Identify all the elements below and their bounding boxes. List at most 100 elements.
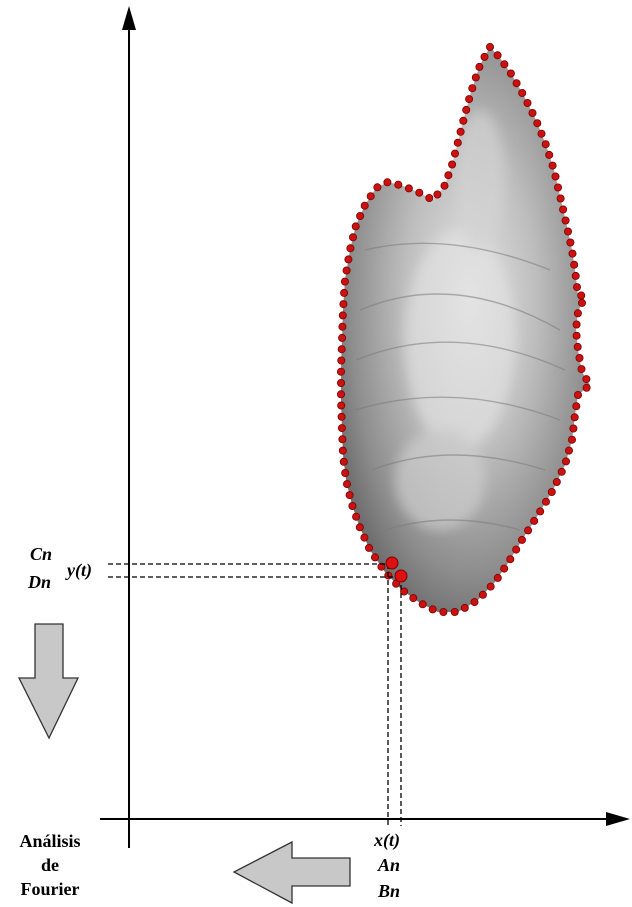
contour-point: [469, 85, 476, 92]
contour-point: [570, 425, 577, 432]
contour-point: [434, 191, 441, 198]
projection-lines: [108, 564, 401, 826]
contour-point: [440, 608, 447, 615]
contour-point: [339, 312, 346, 319]
contour-point: [524, 99, 531, 106]
contour-point: [576, 354, 583, 361]
contour-point: [340, 301, 347, 308]
contour-point: [573, 284, 580, 291]
contour-point: [542, 141, 549, 148]
contour-point: [578, 299, 585, 306]
contour-point: [494, 52, 501, 59]
contour-point: [371, 554, 378, 561]
contour-point: [507, 556, 514, 563]
contour-point: [349, 502, 356, 509]
contour-point: [365, 544, 372, 551]
contour-point: [460, 117, 467, 124]
contour-point: [546, 151, 553, 158]
contour-point: [357, 212, 364, 219]
contour-point: [337, 379, 344, 386]
contour-point: [338, 346, 345, 353]
contour-point: [374, 184, 381, 191]
contour-point: [571, 261, 578, 268]
contour-point: [454, 139, 461, 146]
contour-point: [457, 128, 464, 135]
contour-point: [574, 391, 581, 398]
contour-point: [565, 447, 572, 454]
x-axis-arrowhead: [606, 812, 630, 826]
contour-point: [479, 591, 486, 598]
contour-point: [507, 70, 514, 77]
contour-point: [338, 425, 345, 432]
contour-point: [341, 289, 348, 296]
contour-point: [461, 604, 468, 611]
label-bn: Bn: [377, 881, 400, 901]
contour-point: [494, 574, 501, 581]
contour-point: [441, 182, 448, 189]
label-dn: Dn: [27, 572, 51, 592]
contour-point: [569, 250, 576, 257]
contour-point: [345, 256, 352, 263]
contour-point: [564, 228, 571, 235]
contour-point: [338, 357, 345, 364]
contour-point: [572, 272, 579, 279]
contour-point: [405, 185, 412, 192]
contour-point: [534, 120, 541, 127]
contour-point: [501, 61, 508, 68]
contour-point: [429, 606, 436, 613]
contour-point: [568, 436, 575, 443]
label-yt: y(t): [65, 560, 92, 581]
contour-point: [426, 194, 433, 201]
contour-point: [513, 80, 520, 87]
label-xt: x(t): [373, 830, 400, 851]
contour-point: [513, 546, 520, 553]
contour-point: [558, 468, 565, 475]
contour-point: [352, 223, 359, 230]
contour-point: [548, 488, 555, 495]
label-cn: Cn: [30, 544, 52, 564]
contour-point: [419, 601, 426, 608]
contour-point: [451, 150, 458, 157]
contour-point: [573, 321, 580, 328]
contour-point: [583, 384, 590, 391]
contour-point: [537, 508, 544, 515]
contour-point: [340, 458, 347, 465]
otolith-image: [341, 47, 590, 612]
contour-point: [476, 63, 483, 70]
contour-point: [519, 89, 526, 96]
highlight-point-2: [395, 570, 407, 582]
contour-point: [451, 608, 458, 615]
contour-point: [342, 469, 349, 476]
contour-point: [531, 517, 538, 524]
contour-point: [573, 403, 580, 410]
contour-point: [573, 332, 580, 339]
contour-point: [554, 184, 561, 191]
contour-point: [339, 436, 346, 443]
contour-point: [501, 565, 508, 572]
contour-point: [463, 106, 470, 113]
contour-point: [337, 391, 344, 398]
contour-point: [347, 245, 354, 252]
down-arrow: [19, 624, 78, 738]
contour-point: [562, 217, 569, 224]
contour-point: [567, 239, 574, 246]
contour-point: [346, 492, 353, 499]
left-arrow: [234, 842, 350, 903]
contour-point: [518, 536, 525, 543]
contour-point: [449, 161, 456, 168]
contour-point: [349, 234, 356, 241]
contour-point: [343, 267, 350, 274]
contour-point: [367, 193, 374, 200]
contour-point: [416, 189, 423, 196]
contour-point: [466, 96, 473, 103]
contour-point: [529, 109, 536, 116]
contour-point: [338, 413, 345, 420]
contour-point: [395, 181, 402, 188]
contour-point: [339, 334, 346, 341]
contour-point: [578, 292, 585, 299]
contour-point: [445, 172, 452, 179]
contour-point: [571, 414, 578, 421]
contour-point: [486, 43, 493, 50]
contour-point: [487, 583, 494, 590]
